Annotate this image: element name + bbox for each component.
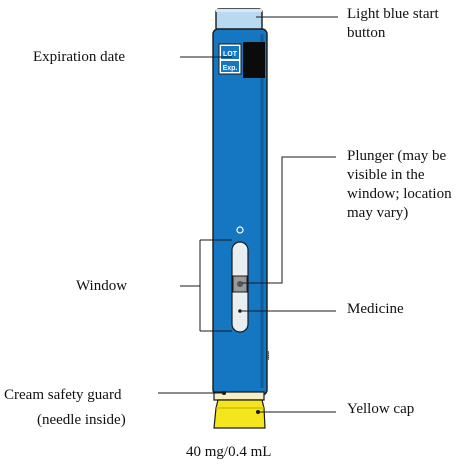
pen-fine-print: ▪▪▪▪▪	[266, 351, 272, 360]
pen-body	[212, 28, 268, 396]
medicine-marker	[238, 309, 242, 313]
guard-leader-dot	[222, 391, 226, 395]
lot-text: LOT	[223, 51, 238, 58]
window-indicator-dot	[236, 226, 244, 234]
label-window: Window	[76, 278, 128, 294]
leader-lines	[158, 16, 338, 413]
start-button	[215, 8, 263, 32]
label-safety-guard: Cream safety guard (needle inside)	[4, 387, 126, 428]
label-start-button: Light blue start button	[347, 6, 439, 41]
label-medicine: Medicine	[347, 301, 404, 317]
plunger	[232, 275, 248, 293]
label-plunger: Plunger (may be visible in the window; l…	[347, 148, 452, 221]
exp-text: Exp.	[223, 65, 238, 72]
label-expiration-date: Expiration date	[33, 49, 126, 65]
yellow-cap	[213, 399, 266, 429]
black-label-block	[243, 42, 265, 78]
cap-leader-dot	[256, 410, 260, 414]
label-dose: 40 mg/0.4 mL	[186, 444, 272, 460]
expiration-label-area: LOT Exp.	[218, 43, 242, 75]
leader-plunger	[242, 156, 336, 284]
cream-safety-guard	[213, 391, 265, 401]
label-yellow-cap: Yellow cap	[347, 401, 415, 417]
